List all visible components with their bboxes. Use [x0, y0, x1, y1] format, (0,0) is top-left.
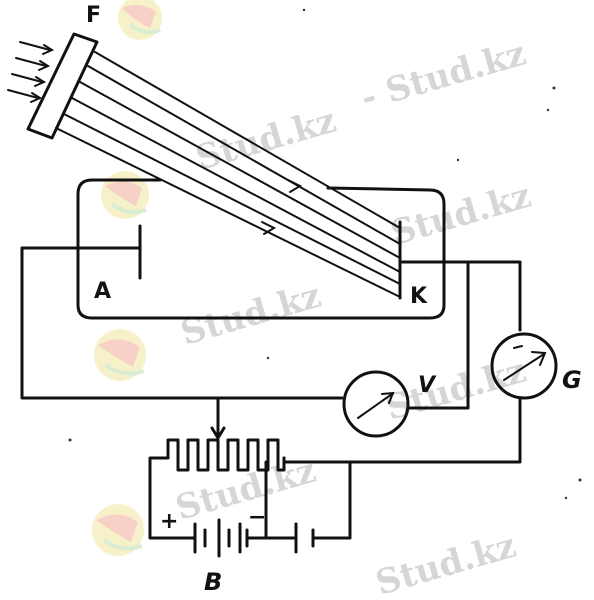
anode-label: A	[94, 279, 111, 304]
watermark-text-7: Stud.kz	[371, 526, 520, 600]
watermark-logo-lower	[92, 504, 144, 556]
galvanometer-label: G	[562, 366, 582, 394]
voltmeter-V	[342, 370, 410, 438]
light-filter-F	[26, 32, 99, 140]
battery-minus-label: −	[248, 505, 266, 530]
galvanometer-G	[490, 332, 558, 400]
battery-B	[193, 518, 249, 558]
print-specks	[68, 8, 582, 500]
battery-label: B	[204, 568, 222, 596]
vacuum-tube	[76, 178, 446, 320]
battery-plus-label: +	[160, 509, 178, 534]
watermark-text-1: - Stud.kz	[356, 34, 530, 119]
watermark-logo-middle	[94, 329, 146, 381]
light-beams	[55, 51, 401, 297]
incident-light-arrows	[7, 41, 55, 103]
watermark-text-3: Stud.kz	[386, 176, 535, 254]
cathode-label: K	[410, 284, 428, 309]
auxiliary-cell	[294, 522, 315, 554]
filter-label: F	[86, 3, 101, 28]
voltmeter-label: V	[418, 373, 437, 398]
watermark-text-4: Stud.kz	[176, 276, 325, 354]
watermark-logo-upper	[101, 171, 149, 219]
rheostat	[166, 438, 286, 472]
watermark-logo-top	[118, 0, 162, 40]
